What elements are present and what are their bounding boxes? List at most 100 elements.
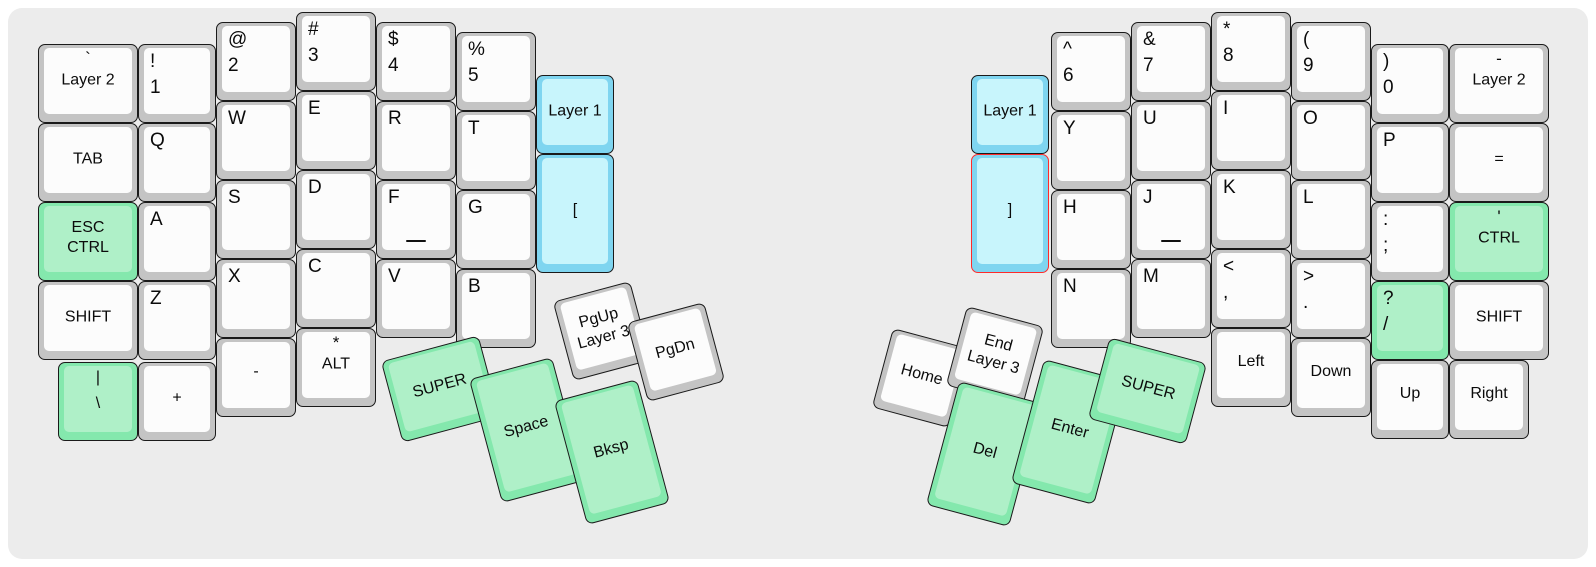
key-top-surface: T: [462, 115, 530, 181]
key-l-c0-r3[interactable]: SHIFT: [38, 281, 138, 360]
key-l-c1-r3[interactable]: Z: [138, 281, 216, 360]
key-l-t-pgdn[interactable]: PgDn: [626, 302, 726, 402]
key-l-c4-r3[interactable]: V: [376, 259, 456, 338]
key-l-c6-r0[interactable]: Layer 1: [536, 75, 614, 154]
key-r-c4-r2[interactable]: L: [1291, 180, 1371, 259]
key-top-surface: Down: [1297, 342, 1365, 408]
key-legend-base: ;: [1383, 235, 1389, 256]
key-l-t-bksp[interactable]: Bksp: [553, 379, 671, 525]
key-top-surface: SHIFT: [1455, 285, 1543, 351]
key-r-c4-r1[interactable]: O: [1291, 101, 1371, 180]
key-r-c0-r1[interactable]: ]: [971, 154, 1049, 273]
key-top-surface: F: [382, 184, 450, 250]
key-top-surface: )0: [1377, 48, 1443, 114]
key-r-c5-r4[interactable]: Up: [1371, 360, 1449, 439]
key-r-c6-r4[interactable]: Right: [1449, 360, 1529, 439]
key-top-surface: ]: [977, 158, 1043, 264]
key-top-surface: &7: [1137, 26, 1205, 92]
key-l-c0-r4[interactable]: |\: [58, 362, 138, 441]
key-top-surface: R: [382, 105, 450, 171]
key-r-c3-r2[interactable]: K: [1211, 170, 1291, 249]
key-l-c0-r1[interactable]: TAB: [38, 123, 138, 202]
key-l-c0-r0[interactable]: `Layer 2: [38, 44, 138, 123]
key-r-c1-r3[interactable]: N: [1051, 269, 1131, 348]
key-l-c4-r0[interactable]: $4: [376, 22, 456, 101]
key-l-c3-r3[interactable]: C: [296, 249, 376, 328]
key-l-c5-r2[interactable]: G: [456, 190, 536, 269]
key-r-c6-r3[interactable]: SHIFT: [1449, 281, 1549, 360]
key-top-surface: X: [222, 263, 290, 329]
key-r-c5-r3[interactable]: ?/: [1371, 281, 1449, 360]
key-top-surface: N: [1057, 273, 1125, 339]
key-top-surface: -: [222, 342, 290, 408]
key-legend-base: Q: [150, 130, 165, 151]
key-legend-shifted: ?: [1383, 288, 1394, 309]
key-l-c2-r2[interactable]: S: [216, 180, 296, 259]
key-l-c2-r3[interactable]: X: [216, 259, 296, 338]
key-l-c6-r1[interactable]: [: [536, 154, 614, 273]
key-r-c3-r3[interactable]: <,: [1211, 249, 1291, 328]
key-legend-base: Y: [1063, 118, 1076, 139]
key-r-c4-r4[interactable]: Down: [1291, 338, 1371, 417]
homing-bump-indicator: [406, 240, 426, 242]
key-legend-base: 8: [1223, 45, 1234, 66]
key-legend-base: G: [468, 197, 483, 218]
key-l-c3-r0[interactable]: #3: [296, 12, 376, 91]
key-r-c6-r0[interactable]: -Layer 2: [1449, 44, 1549, 123]
key-l-c5-r3[interactable]: B: [456, 269, 536, 348]
key-legend-shifted: &: [1143, 29, 1156, 50]
key-l-c3-r2[interactable]: D: [296, 170, 376, 249]
key-l-c2-r4[interactable]: -: [216, 338, 296, 417]
key-r-c6-r1[interactable]: =: [1449, 123, 1549, 202]
key-l-c4-r1[interactable]: R: [376, 101, 456, 180]
key-l-c2-r1[interactable]: W: [216, 101, 296, 180]
key-r-c3-r0[interactable]: *8: [1211, 12, 1291, 91]
key-l-c3-r4[interactable]: *ALT: [296, 328, 376, 407]
key-legend-base: /: [1383, 314, 1389, 335]
key-legend-base: Up: [1399, 385, 1421, 403]
key-legend-shifted: `: [85, 49, 91, 68]
key-l-c1-r2[interactable]: A: [138, 202, 216, 281]
key-l-c5-r1[interactable]: T: [456, 111, 536, 190]
key-top-surface: Bksp: [560, 384, 662, 515]
key-r-c0-r0[interactable]: Layer 1: [971, 75, 1049, 154]
key-r-c4-r0[interactable]: (9: [1291, 22, 1371, 101]
key-r-c2-r2[interactable]: J: [1131, 180, 1211, 259]
key-r-c4-r3[interactable]: >.: [1291, 259, 1371, 338]
key-l-c1-r0[interactable]: !1: [138, 44, 216, 123]
homing-bump-indicator: [1161, 240, 1181, 242]
key-top-surface: @2: [222, 26, 290, 92]
key-l-c4-r2[interactable]: F: [376, 180, 456, 259]
key-l-c1-r4[interactable]: +: [138, 362, 216, 441]
key-legend-shifted: *: [332, 333, 340, 352]
key-l-c2-r0[interactable]: @2: [216, 22, 296, 101]
key-legend-base: PgDn: [653, 335, 697, 362]
key-legend-base: .: [1303, 292, 1309, 313]
key-legend-shifted: *: [1223, 19, 1231, 40]
key-top-surface: *8: [1217, 16, 1285, 82]
key-top-surface: B: [462, 273, 530, 339]
key-top-surface: L: [1297, 184, 1365, 250]
key-legend-base: \: [95, 395, 101, 412]
key-r-c3-r1[interactable]: I: [1211, 91, 1291, 170]
key-r-c2-r0[interactable]: &7: [1131, 22, 1211, 101]
key-r-c5-r1[interactable]: P: [1371, 123, 1449, 202]
key-l-c3-r1[interactable]: E: [296, 91, 376, 170]
key-r-c1-r1[interactable]: Y: [1051, 111, 1131, 190]
key-r-c3-r4[interactable]: Left: [1211, 328, 1291, 407]
key-r-c1-r0[interactable]: ^6: [1051, 32, 1131, 111]
key-r-c2-r1[interactable]: U: [1131, 101, 1211, 180]
key-legend-base: T: [468, 118, 480, 139]
key-l-c0-r2[interactable]: ESC CTRL: [38, 202, 138, 281]
key-r-c6-r2[interactable]: 'CTRL: [1449, 202, 1549, 281]
key-r-c1-r2[interactable]: H: [1051, 190, 1131, 269]
key-r-c5-r0[interactable]: )0: [1371, 44, 1449, 123]
key-legend-base: S: [228, 187, 241, 208]
key-legend-base: W: [228, 108, 246, 129]
key-legend-shifted: (: [1303, 29, 1310, 50]
key-legend-base: Home: [899, 360, 945, 389]
key-l-c5-r0[interactable]: %5: [456, 32, 536, 111]
key-r-c2-r3[interactable]: M: [1131, 259, 1211, 338]
key-l-c1-r1[interactable]: Q: [138, 123, 216, 202]
key-r-c5-r2[interactable]: :;: [1371, 202, 1449, 281]
